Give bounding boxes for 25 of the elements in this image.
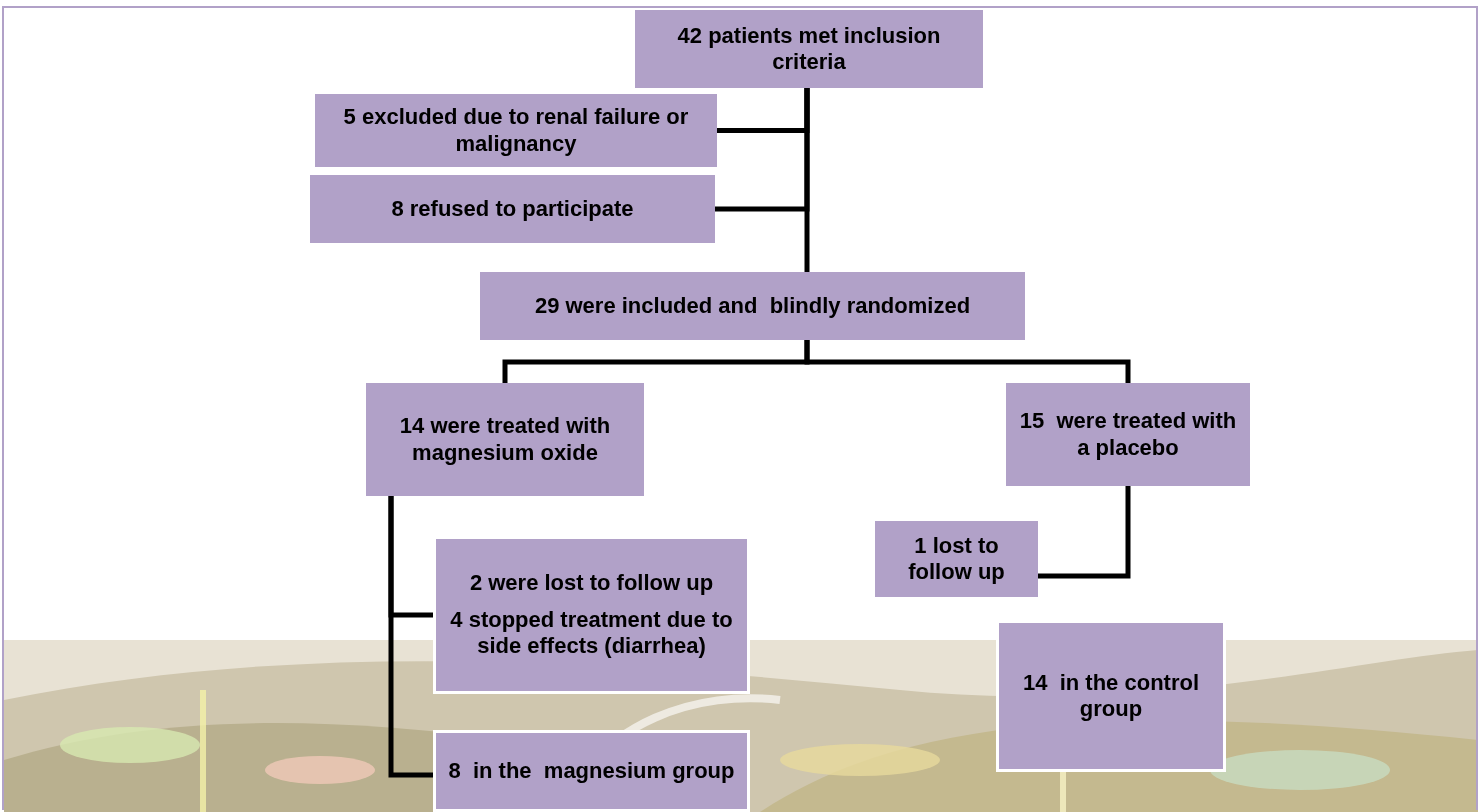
box-text: 14 in the control group [1022,669,1200,723]
box-text: 42 patients met inclusion criteria [676,22,942,76]
process-box [433,536,750,694]
box-text: 4 stopped treatment due to side effects (diarrhea) [449,606,734,660]
box-text: 5 excluded due to renal failure or malignancy [342,104,690,157]
process-box [310,175,715,243]
process-box [996,620,1226,772]
box-heading: 2 were lost to follow up [469,570,714,597]
box-text: 8 in the magnesium group [448,757,735,785]
process-box [875,521,1038,597]
connector-line [804,340,1131,383]
connector-line [804,88,810,272]
process-box [315,94,717,167]
box-text: 1 lost to follow up [907,532,1006,586]
box-text: 8 refused to participate [391,195,634,223]
connector-line [1038,486,1131,579]
process-box [635,10,983,88]
process-box [433,730,750,812]
process-box [1006,383,1250,486]
connector-line [388,496,433,778]
box-text: 15 were treated with a placebo [1018,408,1238,461]
box-text: 14 were treated with magnesium oxide [398,413,612,466]
process-box [480,272,1025,340]
process-box [366,383,644,496]
box-text: 29 were included and blindly randomized [534,292,971,320]
